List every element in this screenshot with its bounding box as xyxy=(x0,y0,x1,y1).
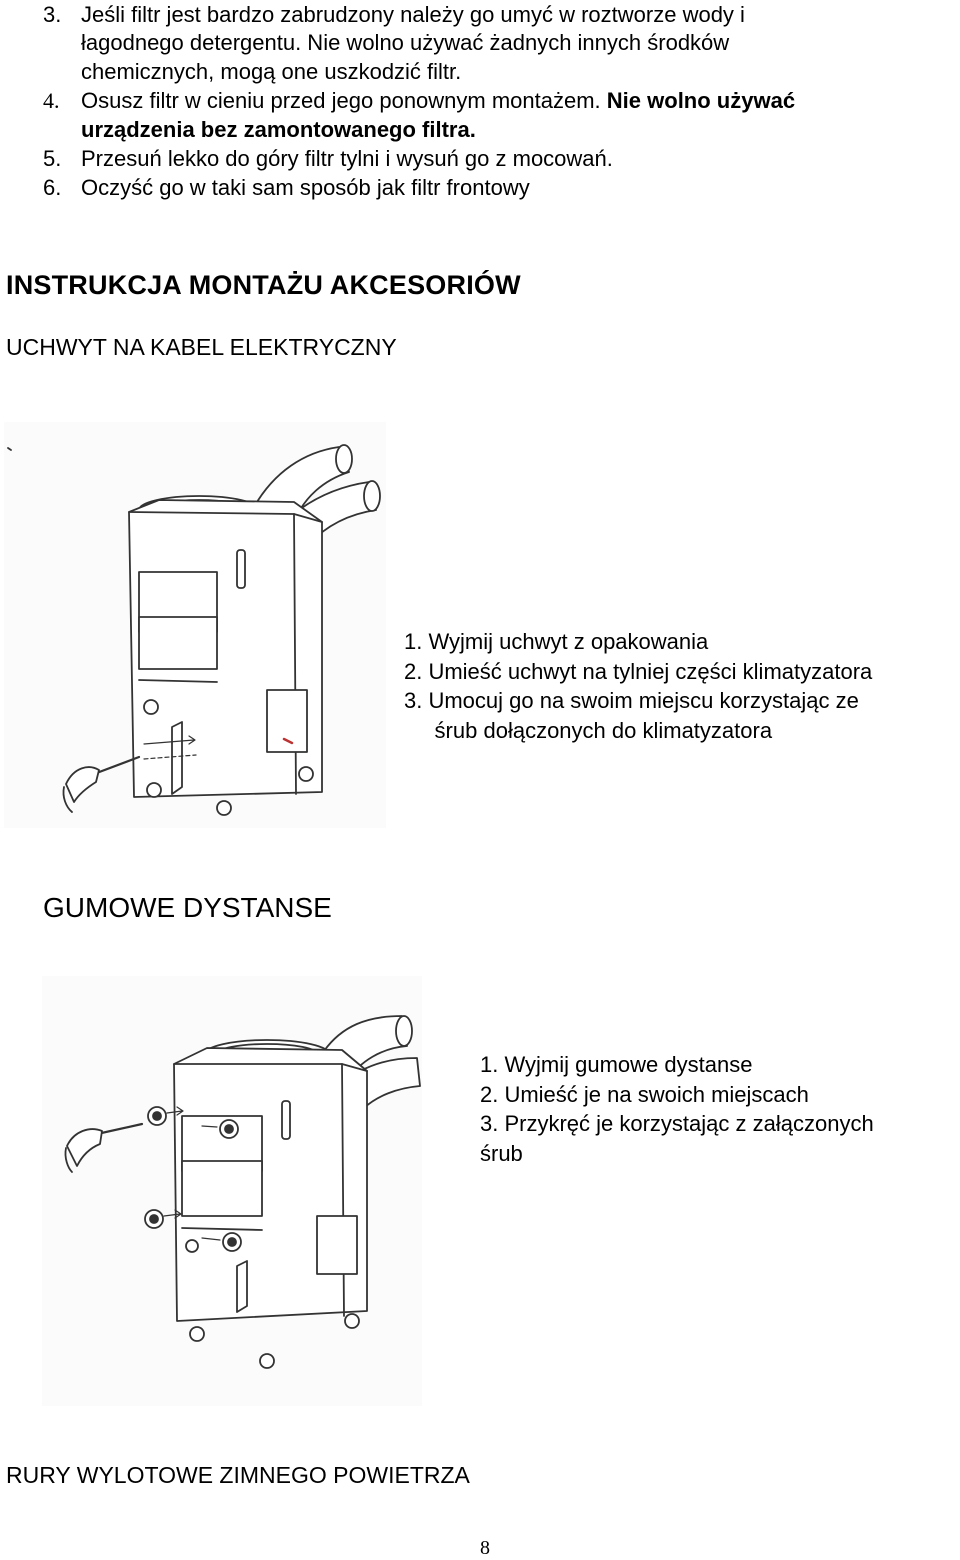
step-5-number: 5. xyxy=(43,146,62,171)
cable-holder-illustration xyxy=(4,422,386,828)
rubber-spacers-step: 2. Umieść je na swoich miejscach xyxy=(480,1081,809,1107)
step-3-line-3: chemicznych, mogą one uszkodzić filtr. xyxy=(81,59,462,84)
cable-holder-step: śrub dołączonych do klimatyzatora xyxy=(404,717,773,743)
step-4-number: 4. xyxy=(43,88,60,113)
cable-holder-step: 2. Umieść uchwyt na tylniej części klima… xyxy=(404,658,873,684)
rubber-spacers-steps: 1. Wyjmij gumowe dystanse 2. Umieść je n… xyxy=(480,1050,874,1168)
rubber-spacers-step: śrub xyxy=(480,1140,523,1166)
section-title: INSTRUKCJA MONTAŻU AKCESORIÓW xyxy=(6,270,521,300)
step-6-number: 6. xyxy=(43,175,62,200)
step-4-text: Osusz filtr w cieniu przed jego ponownym… xyxy=(81,88,601,113)
step-4-line-2: urządzenia bez zamontowanego filtra. xyxy=(81,115,476,144)
step-3-line-1: 3. Jeśli filtr jest bardzo zabrudzony nal… xyxy=(43,0,745,29)
cable-holder-step: 3. Umocuj go na swoim miejscu korzystają… xyxy=(404,688,859,713)
rubber-spacers-title: GUMOWE DYSTANSE xyxy=(43,892,332,923)
step-6-text: Oczyść go w taki sam sposób jak filtr fr… xyxy=(81,175,530,200)
step-3-text: Jeśli filtr jest bardzo zabrudzony należ… xyxy=(81,2,745,27)
exhaust-pipes-title: RURY WYLOTOWE ZIMNEGO POWIETRZA xyxy=(6,1462,470,1488)
rubber-spacers-step: 3. Przykręć je korzystając z załączonych xyxy=(480,1111,874,1136)
cable-holder-title: UCHWYT NA KABEL ELEKTRYCZNY xyxy=(6,334,397,360)
step-6-line: 6. Oczyść go w taki sam sposób jak filtr … xyxy=(43,173,530,202)
step-5-line: 5. Przesuń lekko do góry filtr tylni i wy… xyxy=(43,144,613,173)
step-4-warning-1: Nie wolno używać xyxy=(606,88,796,113)
step-3-number: 3. xyxy=(43,2,62,27)
rubber-spacers-step: 1. Wyjmij gumowe dystanse xyxy=(480,1052,753,1077)
step-4-line-1: 4. Osusz filtr w cieniu przed jego ponown… xyxy=(43,86,795,115)
cable-holder-steps: 1. Wyjmij uchwyt z opakowania 2. Umieść … xyxy=(404,627,872,745)
rubber-spacers-illustration xyxy=(42,976,422,1406)
step-5-text: Przesuń lekko do góry filtr tylni i wysu… xyxy=(81,146,613,171)
page-number: 8 xyxy=(480,1537,490,1559)
step-3-line-2: łagodnego detergentu. Nie wolno używać ż… xyxy=(81,30,730,55)
cable-holder-step: 1. Wyjmij uchwyt z opakowania xyxy=(404,629,709,654)
step-4-warning-2: urządzenia bez zamontowanego filtra. xyxy=(81,117,476,142)
